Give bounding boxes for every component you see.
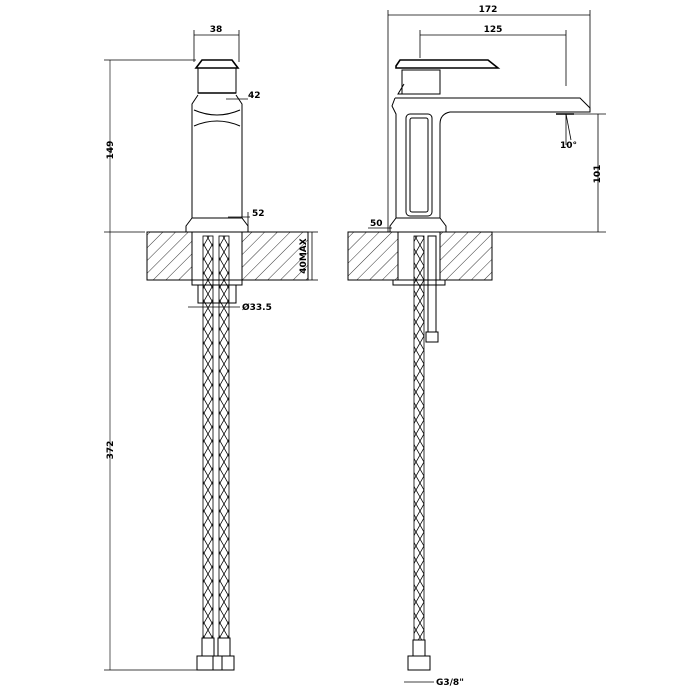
dim-125: 125 [484,25,503,35]
side-tube [427,235,437,333]
dim-42: 42 [248,91,261,101]
side-nut [407,655,431,671]
base-flange [185,217,249,233]
deck-right [241,231,309,281]
side-ferrule [412,639,426,657]
neck-curve-2 [193,120,241,127]
dim-g3-8: G3/8" [436,678,464,688]
front-view: 149 372 38 42 52 40MAX Ø33. [104,25,318,671]
dim-40max: 40MAX [299,238,309,273]
hose-right [218,235,230,639]
dim-33-5: Ø33.5 [242,302,272,313]
side-base [389,217,447,233]
nut-mid [212,655,223,671]
side-hose [413,235,425,641]
dim-50: 50 [370,219,383,229]
dim-10-deg: 10° [560,141,577,151]
shank [197,284,237,304]
hose-ferrule-left [201,637,215,657]
flow-angle-line [565,113,572,141]
hose-left [202,235,214,639]
body-window [405,113,433,217]
lever-base [397,83,440,95]
neck-curve [193,109,241,116]
lever-body [401,69,441,95]
handle-body [197,67,237,94]
side-deck-left [347,231,399,281]
body-column [191,94,243,219]
dim-101: 101 [593,165,603,184]
dim-38: 38 [210,25,223,35]
body-window-inner [409,117,429,213]
body-back [391,97,397,218]
dim-52: 52 [252,209,265,219]
handle-cap [194,59,240,69]
dim-372: 372 [106,441,116,460]
side-tube-end [425,331,439,343]
deck-left [146,231,193,281]
dim-149: 149 [106,141,116,160]
nut-left [196,655,214,671]
dim-172: 172 [479,5,498,15]
shank-nut [191,279,243,286]
hose-ferrule-right [217,637,231,657]
side-view: 172 125 10° 101 50 [347,5,606,688]
side-deck-right [439,231,493,281]
lever [395,59,501,69]
nut-right [221,655,235,671]
spout [395,97,591,218]
